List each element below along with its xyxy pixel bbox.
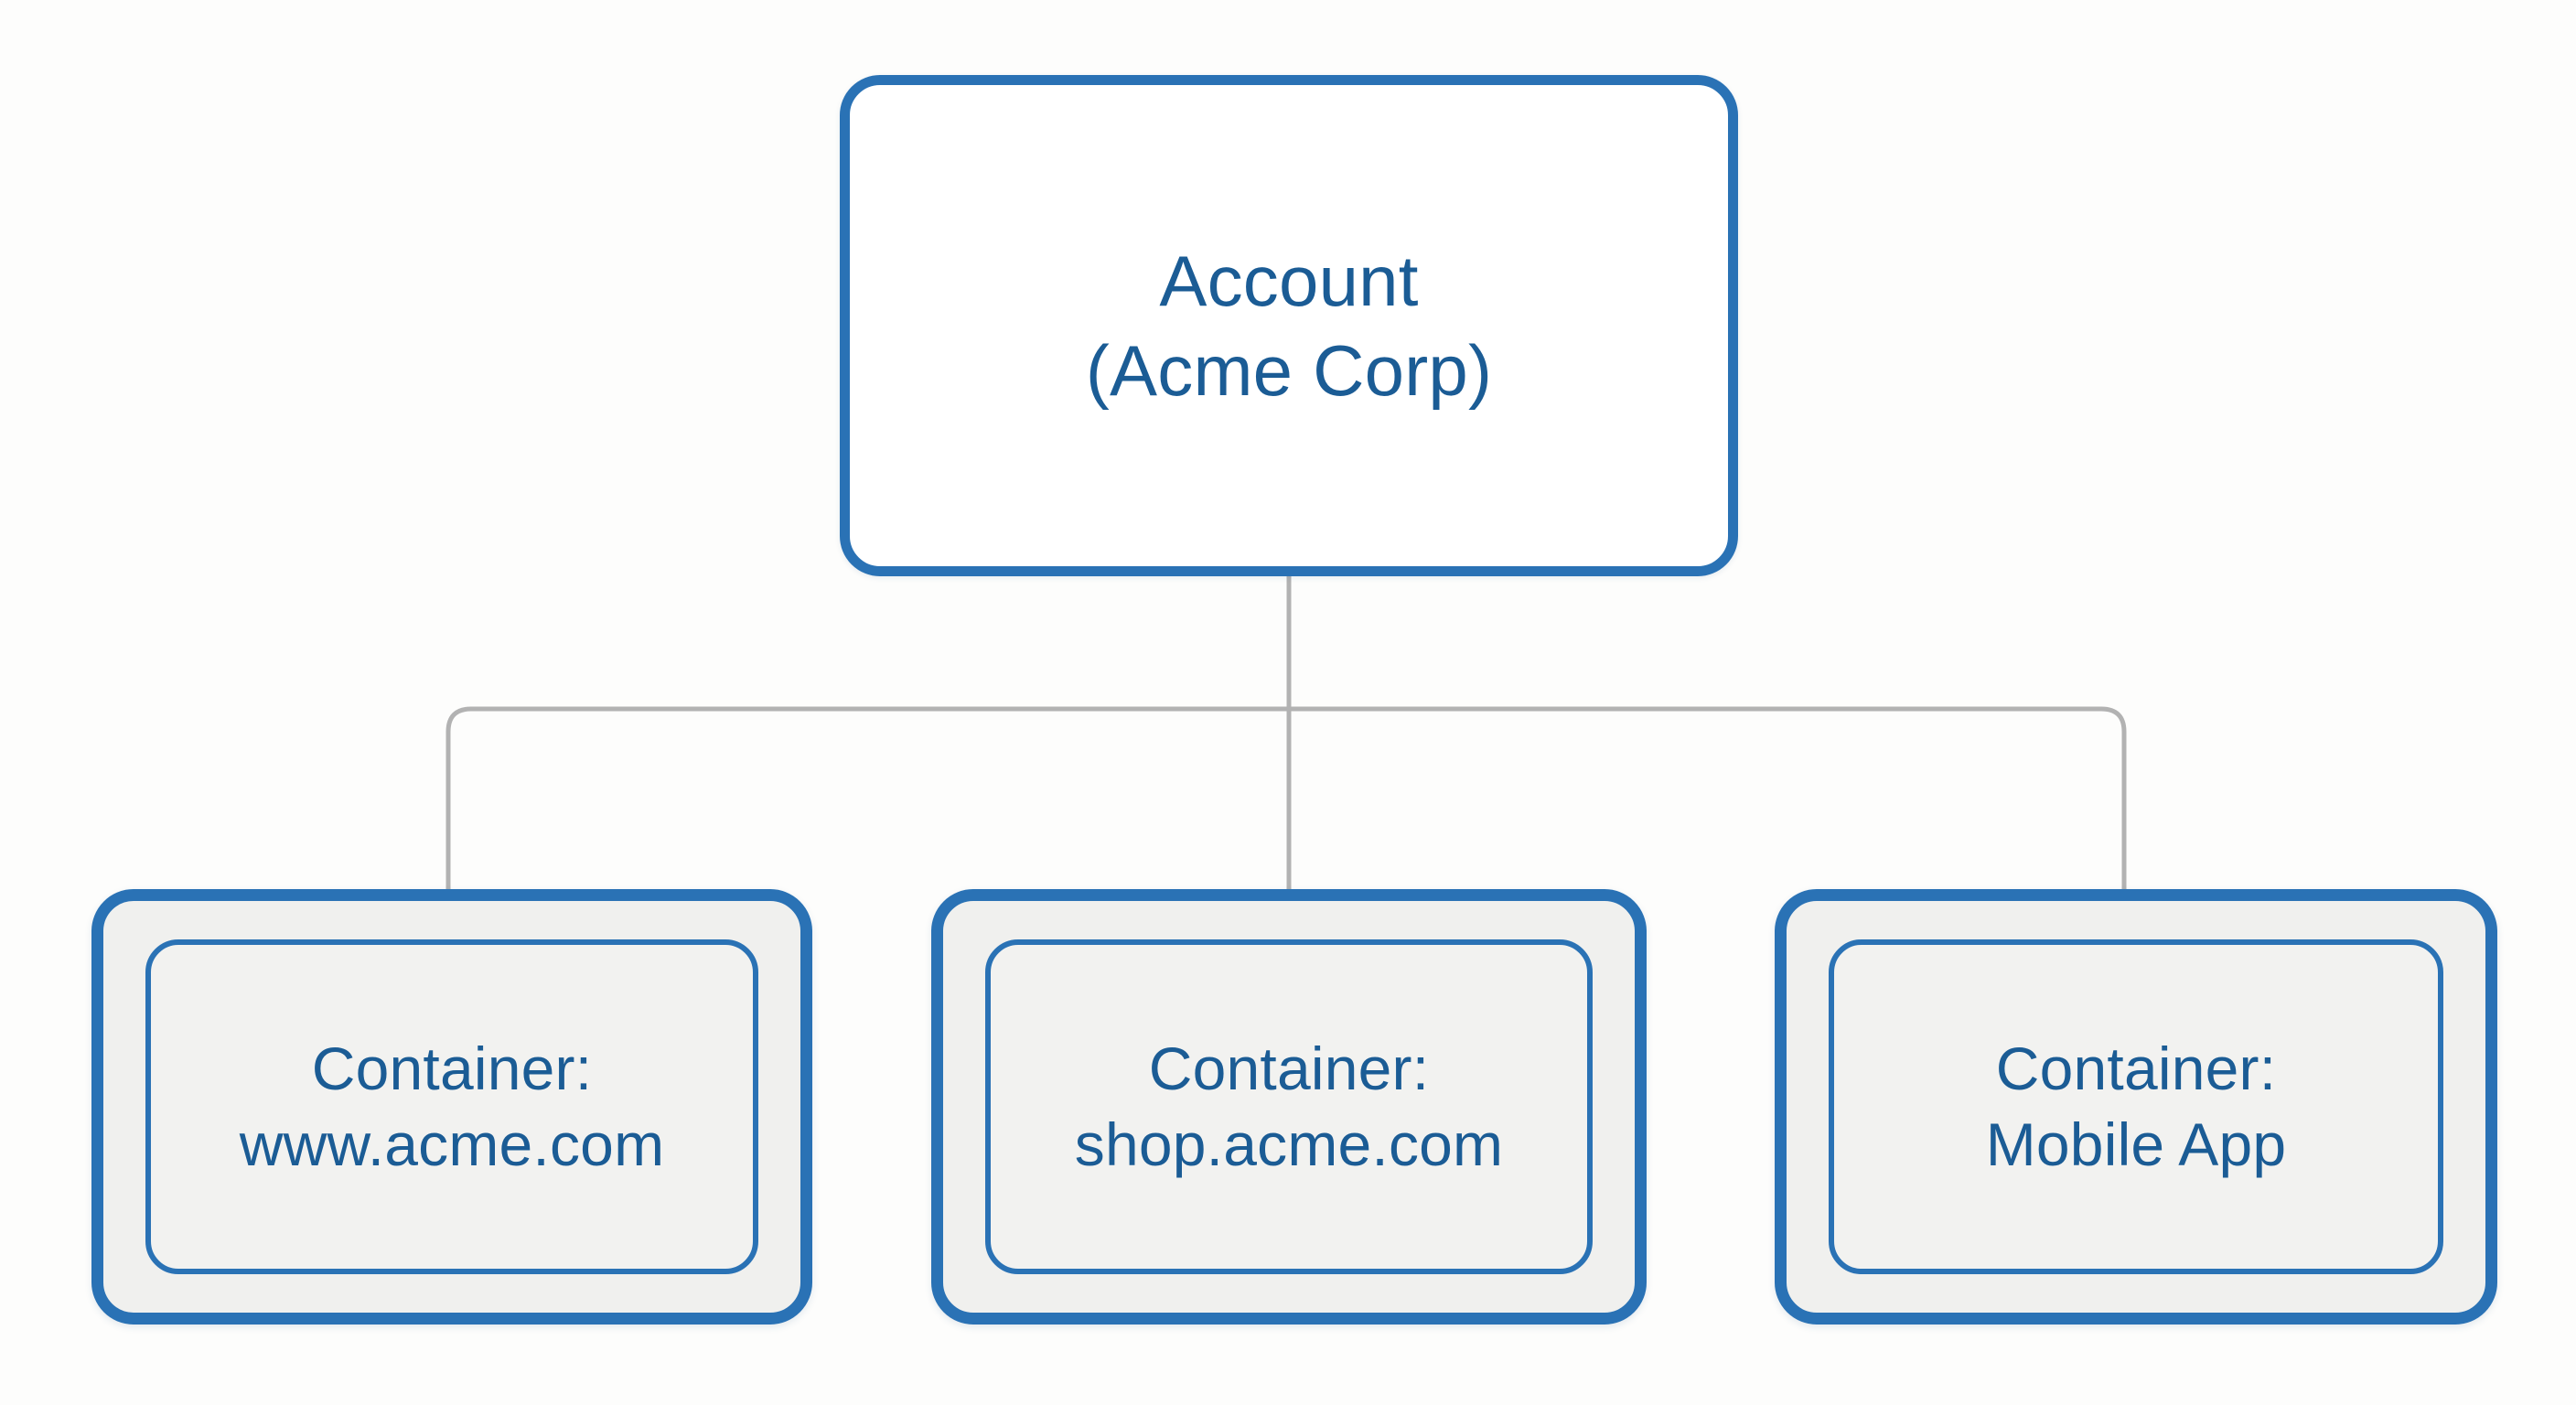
node-container-www[interactable]: Container: www.acme.com xyxy=(91,889,812,1325)
node-account-label: Account (Acme Corp) xyxy=(1085,240,1493,411)
node-container-mobile[interactable]: Container: Mobile App xyxy=(1775,889,2497,1325)
node-container-mobile-label: Container: Mobile App xyxy=(1985,1034,2287,1178)
node-container-mobile-inner: Container: Mobile App xyxy=(1829,939,2443,1274)
node-container-www-inner: Container: www.acme.com xyxy=(145,939,758,1274)
node-container-shop[interactable]: Container: shop.acme.com xyxy=(931,889,1647,1325)
node-container-shop-label: Container: shop.acme.com xyxy=(1074,1034,1504,1178)
node-container-www-label: Container: www.acme.com xyxy=(239,1034,665,1178)
node-container-shop-inner: Container: shop.acme.com xyxy=(985,939,1593,1274)
connector-bus-left xyxy=(445,706,1292,892)
connector-bus-right xyxy=(1286,706,2127,892)
node-account[interactable]: Account (Acme Corp) xyxy=(840,75,1738,576)
